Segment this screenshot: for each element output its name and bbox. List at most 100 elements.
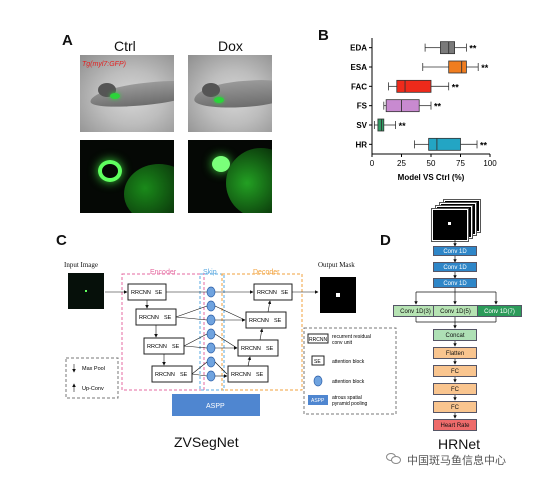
input-image-thumbnail [68,273,104,309]
decoder-block-2-rrcnn: RRCNN [249,318,269,324]
legend-aspp-desc-2: pyramid pooling [332,401,368,407]
legend-left [65,357,119,399]
x-tick-label-4: 100 [483,159,497,168]
attention-node-3 [206,314,216,326]
legend-aspp-swatch: ASPP [311,398,325,404]
legend-max-pool: Max Pool [82,366,105,372]
conv1d-layer-1: Conv 1D [433,246,477,256]
legend-se-desc: attention block [332,359,365,365]
box-5 [428,137,461,151]
significance-2: ** [452,82,460,92]
ctrl-label: Ctrl [114,38,136,54]
decoder-block-1-se: SE [281,290,289,296]
legend-attention-swatch [313,375,323,387]
decoder-block-3-rrcnn: RRCNN [241,346,261,352]
attention-node-1 [206,286,216,298]
conv1d-layer-3: Conv 1D [433,278,477,288]
encoder-block-1-se: SE [155,290,163,296]
attention-node-4 [206,328,216,340]
legend-rrcnn-desc-1: recurrent residual [332,334,371,340]
wechat-logo-icon [386,451,402,465]
skip-region [199,273,225,391]
skip-label: Skip [203,269,217,276]
encoder-block-3-rrcnn: RRCNN [147,344,167,350]
category-label-5: HR [355,140,367,149]
x-tick-label-3: 75 [456,159,465,168]
legend-right [303,327,397,415]
x-axis-label: Model VS Ctrl (%) [398,173,465,182]
decoder-block-3-se: SE [266,346,274,352]
hrnet-arrows [414,240,498,419]
output-mask-label: Output Mask [318,261,355,269]
concat-layer: Concat [433,329,477,341]
legend-attention-desc: attention block [332,379,365,385]
category-label-4: SV [356,121,367,130]
fc-layer-2: FC [433,383,477,395]
decoder-block-4-se: SE [256,372,264,378]
zvsegnet-caption: ZVSegNet [174,434,239,450]
encoder-block-3-se: SE [172,344,180,350]
watermark-text: 中国斑马鱼信息中心 [407,454,506,467]
legend-up-conv: Up-Conv [82,386,104,392]
encoder-block-2-se: SE [164,315,172,321]
encoder-block-4-rrcnn: RRCNN [155,372,175,378]
x-tick-label-0: 0 [370,159,375,168]
transgene-label: Tg(myl7:GFP) [82,61,126,68]
branch-conv1d-3: Conv 1D(3) [393,305,438,317]
attention-node-6 [206,356,216,368]
decoder-block-3 [237,339,279,357]
decoder-block-2 [245,311,287,329]
panel-label-a: A [62,32,73,49]
aspp-block [172,394,260,416]
attention-node-7 [206,370,216,382]
legend-rrcnn-swatch: RRCNN [309,337,327,343]
hrnet-caption: HRNet [438,436,481,452]
branch-conv1d-7: Conv 1D(7) [477,305,522,317]
box-1 [448,60,467,74]
x-tick-label-1: 25 [397,159,406,168]
ctrl-brightfield-image: Tg(myl7:GFP) [80,55,174,132]
input-image-label: Input Image [64,261,99,269]
significance-4: ** [399,121,407,131]
x-tick-label-2: 50 [427,159,436,168]
dox-label: Dox [218,38,243,54]
box-2 [396,79,432,93]
significance-1: ** [481,63,489,73]
category-label-3: FS [357,102,368,111]
flatten-layer: Flatten [433,347,477,359]
decoder-block-4-rrcnn: RRCNN [231,372,251,378]
box-3 [385,99,420,113]
box-0 [440,41,456,55]
decoder-block-2-se: SE [274,318,282,324]
hrnet-input-stack [431,199,482,242]
branch-conv1d-5: Conv 1D(5) [433,305,478,317]
panel-label-d: D [380,232,391,249]
panel-label-b: B [318,27,329,44]
encoder-block-4-se: SE [180,372,188,378]
encoder-block-2-rrcnn: RRCNN [139,315,159,321]
category-label-1: ESA [351,63,368,72]
ctrl-gfp-image [80,140,174,213]
legend-rrcnn-desc-2: conv unit [332,340,353,346]
heart-rate-output: Heart Rate [433,419,477,431]
box-4 [377,118,385,132]
significance-3: ** [434,102,442,112]
significance-5: ** [480,140,488,150]
encoder-block-1-rrcnn: RRCNN [131,290,151,296]
legend-aspp-desc-1: atrous spatial [332,395,362,401]
decoder-block-1-rrcnn: RRCNN [257,290,277,296]
legend-se-swatch: SE [314,359,321,365]
attention-node-2 [206,300,216,312]
conv1d-layer-2: Conv 1D [433,262,477,272]
encoder-region [121,273,205,391]
dox-brightfield-image [188,55,272,132]
category-label-0: EDA [350,44,367,53]
dox-gfp-image [188,140,272,213]
fc-layer-1: FC [433,365,477,377]
aspp-label: ASPP [206,403,225,410]
panel-label-c: C [56,232,67,249]
encoder-label: Encoder [150,269,177,276]
attention-node-5 [206,342,216,354]
